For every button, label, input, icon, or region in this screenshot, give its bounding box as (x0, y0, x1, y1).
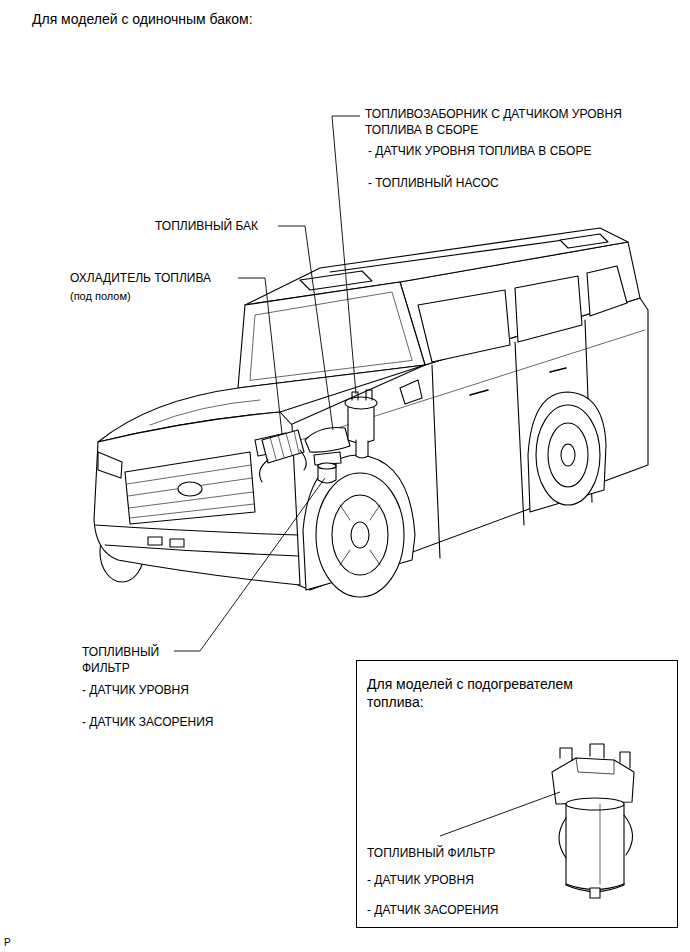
part-label: - ДАТЧИК УРОВНЯ ТОПЛИВА В СБОРЕ (368, 144, 591, 160)
label-anchor: ОХЛАДИТЕЛЬ ТОПЛИВА (70, 271, 211, 287)
part-label: - ТОПЛИВНЫЙ НАСОС (368, 176, 499, 192)
node-text-anchor: Для моделей с подогревателем топлива: (367, 675, 607, 711)
label-anchor: ТОПЛИВНЫЙ БАК (155, 219, 258, 235)
label-anchor: P (4, 936, 11, 949)
part-label: - ДАТЧИК ЗАСОРЕНИЯ (367, 903, 499, 919)
part-label: ТОПЛИВОЗАБОРНИК С ДАТЧИКОМ УРОВНЯ ТОПЛИВ… (365, 107, 657, 138)
label-anchor: - ДАТЧИК УРОВНЯ ТОПЛИВА В СБОРЕ (368, 144, 591, 160)
label-anchor: (под полом) (70, 289, 131, 303)
label-anchor: ТОПЛИВНЫЙ ФИЛЬТР (82, 645, 174, 676)
inset-panel: Для моделей с подогревателем топлива: ТОП… (356, 660, 678, 928)
part-label: - ДАТЧИК УРОВНЯ (367, 873, 474, 889)
part-label: - ДАТЧИК УРОВНЯ (82, 683, 189, 699)
part-label: ТОПЛИВНЫЙ БАК (155, 219, 258, 235)
part-label: P (4, 936, 11, 949)
label-anchor: - ДАТЧИК УРОВНЯ (82, 683, 189, 699)
node-text-anchor: - ДАТЧИК УРОВНЯ (367, 873, 474, 889)
panel-heading: Для моделей с подогревателем топлива: (367, 675, 607, 711)
node-text-anchor: - ДАТЧИК ЗАСОРЕНИЯ (367, 903, 499, 919)
node-text-anchor: ТОПЛИВНЫЙ ФИЛЬТР (367, 846, 495, 862)
label-anchor: - ДАТЧИК ЗАСОРЕНИЯ (82, 715, 214, 731)
title-anchor: Для моделей с одиночным баком: (32, 10, 253, 28)
part-label: (под полом) (70, 289, 131, 303)
heading: Для моделей с одиночным баком: (32, 10, 253, 28)
part-label: - ДАТЧИК ЗАСОРЕНИЯ (82, 715, 214, 731)
label-anchor: ТОПЛИВОЗАБОРНИК С ДАТЧИКОМ УРОВНЯ ТОПЛИВ… (365, 107, 657, 138)
label-anchor: - ТОПЛИВНЫЙ НАСОС (368, 176, 499, 192)
part-label: ОХЛАДИТЕЛЬ ТОПЛИВА (70, 271, 211, 287)
part-label: ТОПЛИВНЫЙ ФИЛЬТР (367, 846, 495, 862)
part-label: ТОПЛИВНЫЙ ФИЛЬТР (82, 645, 174, 676)
